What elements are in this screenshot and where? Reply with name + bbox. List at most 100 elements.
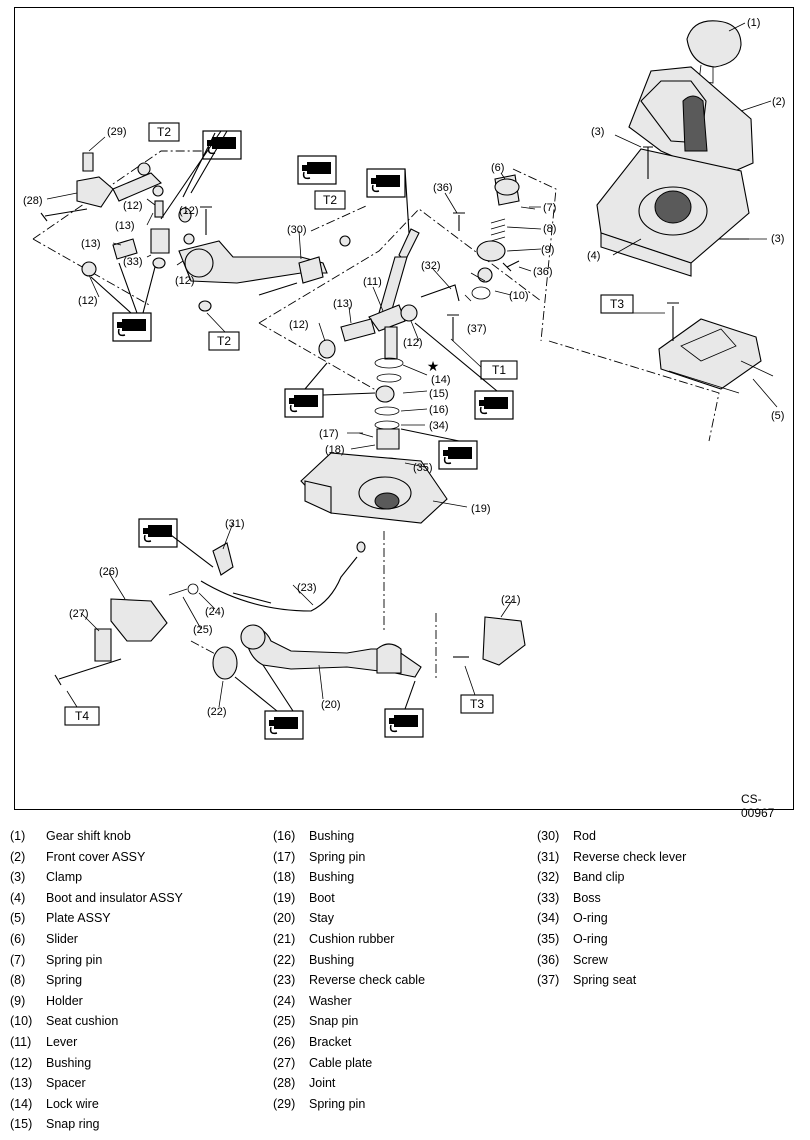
legend-column-1: (1)Gear shift knob(2)Front cover ASSY(3)… (10, 826, 183, 1135)
legend-item: (37)Spring seat (537, 970, 686, 991)
legend-item-number: (25) (273, 1014, 296, 1029)
legend-item: (2)Front cover ASSY (10, 847, 183, 868)
legend-item: (32)Band clip (537, 867, 686, 888)
grease-gun-icon (138, 518, 178, 548)
legend-item: (18)Bushing (273, 867, 425, 888)
svg-text:(3): (3) (771, 233, 784, 245)
legend-item-name: Spring (46, 973, 83, 988)
legend-item-number: (23) (273, 973, 296, 988)
svg-text:(15): (15) (429, 388, 449, 400)
exploded-diagram: T2 T2 T2 T1 T3 T3 T4 (14, 7, 794, 820)
svg-text:T2: T2 (323, 193, 337, 207)
svg-text:(28): (28) (23, 195, 43, 207)
legend-item-name: Gear shift knob (46, 829, 131, 843)
legend-item-number: (13) (10, 1076, 33, 1091)
legend-item-number: (17) (273, 849, 296, 864)
legend-item-number: (9) (10, 993, 26, 1008)
grease-gun-icon (297, 155, 337, 185)
legend-item: (13) Spacer (10, 1073, 183, 1094)
legend-item-number: (10) (10, 1014, 33, 1029)
legend-item-number: (3) (10, 870, 26, 885)
legend-item-name: O-ring (573, 931, 608, 946)
svg-text:(7): (7) (543, 202, 556, 214)
legend-item: (22) Bushing (273, 950, 425, 971)
legend-item-name: Snap ring (46, 1117, 100, 1132)
legend-item-name: Plate ASSY (46, 911, 111, 926)
legend-item-number: (30) (537, 829, 560, 843)
legend-item: (19)Boot (273, 888, 425, 909)
torque-box-t2-low: T2 (208, 331, 240, 351)
legend-item-name: Boss (573, 890, 601, 905)
svg-text:(12): (12) (179, 205, 199, 217)
legend-item-name: Reverse check lever (573, 849, 687, 864)
svg-text:T1: T1 (492, 363, 506, 377)
legend-item-name: Rod (573, 829, 596, 843)
legend-item-name: Lock wire (46, 1096, 99, 1111)
legend-item-name: Boot and insulator ASSY (46, 890, 183, 905)
legend-item: (31)Reverse check lever (537, 847, 686, 868)
legend-item-number: (20) (273, 911, 296, 926)
legend-item-name: Spring pin (309, 1096, 366, 1111)
svg-text:(20): (20) (321, 699, 341, 711)
legend-item: (11)Lever (10, 1032, 183, 1053)
legend-item: (10) Seat cushion (10, 1011, 183, 1032)
legend-item-number: (26) (273, 1034, 296, 1049)
svg-text:(3): (3) (591, 126, 604, 138)
legend-item: (6)Slider (10, 929, 183, 950)
legend-item-name: Washer (309, 993, 352, 1008)
legend-item: (26) Bracket (273, 1032, 425, 1053)
legend-item-number: (29) (273, 1096, 296, 1111)
legend-item-name: Bushing (309, 952, 355, 967)
legend-item-number: (34) (537, 911, 560, 926)
svg-text:(33): (33) (123, 256, 143, 268)
legend-item: (30) Rod (537, 826, 686, 847)
legend-item-name: Stay (309, 911, 335, 926)
legend-item-number: (8) (10, 973, 26, 988)
legend-item: (16)Bushing (273, 826, 425, 847)
svg-text:(13): (13) (115, 220, 135, 232)
svg-text:(24): (24) (205, 606, 225, 618)
legend-item-name: Spring pin (309, 849, 366, 864)
legend-item-number: (27) (273, 1055, 296, 1070)
svg-text:(9): (9) (541, 244, 554, 256)
diagram-drawing: T2 T2 T2 T1 T3 T3 T4 (23, 17, 785, 740)
svg-text:(18): (18) (325, 444, 345, 456)
torque-box-t4: T4 (64, 706, 100, 726)
legend-item-name: Bushing (309, 829, 355, 843)
legend-item-name: Cable plate (309, 1055, 373, 1070)
svg-text:(27): (27) (69, 608, 89, 620)
svg-text:(31): (31) (225, 518, 245, 530)
svg-text:T3: T3 (610, 297, 624, 311)
legend-item-name: Cushion rubber (309, 931, 395, 946)
legend-item-name: Front cover ASSY (46, 849, 146, 864)
legend-item-number: (24) (273, 993, 296, 1008)
legend-item-number: (4) (10, 890, 26, 905)
legend-item-name: Reverse check cable (309, 973, 426, 988)
svg-text:(37): (37) (467, 323, 487, 335)
legend-column-3: (30) Rod (31)Reverse check lever(32)Band c… (537, 826, 686, 991)
svg-text:(4): (4) (587, 250, 600, 262)
legend-item: (12)Bushing (10, 1053, 183, 1074)
svg-text:(10): (10) (509, 290, 529, 302)
legend-item-number: (22) (273, 952, 296, 967)
legend-item-name: Bracket (309, 1034, 352, 1049)
svg-text:(25): (25) (193, 624, 213, 636)
svg-text:(16): (16) (429, 404, 449, 416)
torque-box-t2-top: T2 (148, 122, 180, 142)
legend-item: (29) Spring pin (273, 1094, 425, 1115)
legend-item-name: Holder (46, 993, 83, 1008)
svg-text:(23): (23) (297, 582, 317, 594)
svg-text:(21): (21) (501, 594, 521, 606)
svg-text:(5): (5) (771, 410, 784, 422)
legend-column-2: (16)Bushing (17) Spring pin (18)Bushing(19)… (273, 826, 425, 1114)
svg-text:(12): (12) (403, 337, 423, 349)
svg-text:(35): (35) (413, 462, 433, 474)
svg-text:(29): (29) (107, 126, 127, 138)
legend-item: (14)Lock wire (10, 1094, 183, 1115)
legend-item-name: Spacer (46, 1076, 86, 1091)
legend-item-number: (32) (537, 870, 560, 885)
legend-item: (25)Snap pin (273, 1011, 425, 1032)
legend-item-name: Seat cushion (46, 1014, 119, 1029)
legend-item: (3)Clamp (10, 867, 183, 888)
svg-text:T3: T3 (470, 697, 484, 711)
